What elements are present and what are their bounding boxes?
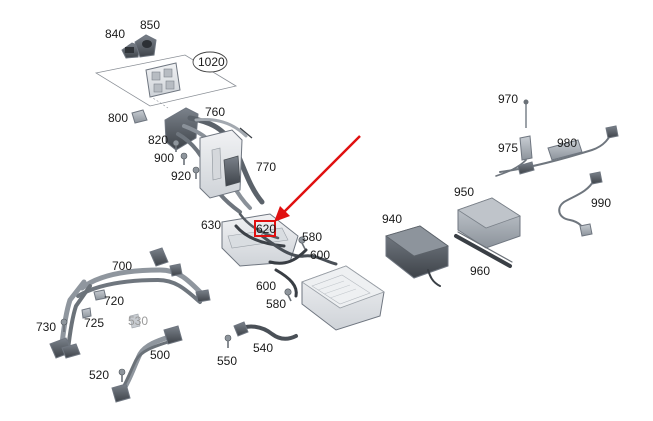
highlight-callout — [254, 135, 361, 237]
label-1020-circle — [192, 51, 228, 73]
part-960-strap[interactable] — [454, 231, 513, 268]
label-950[interactable]: 950 — [454, 185, 474, 199]
label-540[interactable]: 540 — [253, 341, 273, 355]
label-850[interactable]: 850 — [140, 18, 160, 32]
callout-arrow-head — [274, 206, 290, 222]
label-800[interactable]: 800 — [108, 111, 128, 125]
part-labels: 840 850 1020 800 760 820 900 920 770 630… — [36, 18, 611, 382]
label-580-upper[interactable]: 580 — [302, 230, 322, 244]
label-840[interactable]: 840 — [105, 27, 125, 41]
part-970-sensor[interactable] — [523, 99, 529, 129]
label-940[interactable]: 940 — [382, 212, 402, 226]
label-970[interactable]: 970 — [498, 92, 518, 106]
label-920[interactable]: 920 — [171, 169, 191, 183]
part-700-harness[interactable] — [59, 247, 211, 352]
label-550[interactable]: 550 — [217, 354, 237, 368]
label-600-upper[interactable]: 600 — [310, 248, 330, 262]
label-620[interactable]: 620 — [256, 222, 276, 236]
part-920-screw[interactable] — [192, 166, 200, 179]
part-950-battery[interactable] — [457, 197, 521, 249]
label-700[interactable]: 700 — [112, 259, 132, 273]
part-800-clip[interactable] — [131, 109, 148, 124]
part-730-screw[interactable] — [60, 318, 68, 332]
label-760[interactable]: 760 — [205, 105, 225, 119]
label-900[interactable]: 900 — [154, 151, 174, 165]
part-550-screw[interactable] — [224, 334, 232, 348]
label-720[interactable]: 720 — [104, 294, 124, 308]
part-900-screw[interactable] — [180, 152, 188, 165]
label-990[interactable]: 990 — [591, 196, 611, 210]
connector-left-end — [49, 337, 81, 359]
part-540-cable[interactable] — [233, 321, 298, 341]
part-500-harness[interactable] — [111, 325, 183, 403]
label-1020[interactable]: 1020 — [198, 55, 225, 69]
part-600-cable-upper[interactable] — [268, 248, 308, 265]
label-520[interactable]: 520 — [89, 368, 109, 382]
label-500[interactable]: 500 — [150, 348, 170, 362]
part-980-cable[interactable] — [499, 125, 619, 175]
label-820[interactable]: 820 — [148, 133, 168, 147]
part-630-housing[interactable] — [221, 212, 299, 267]
part-580-bolt-upper[interactable] — [298, 236, 306, 250]
label-630[interactable]: 630 — [201, 218, 221, 232]
label-600-lower[interactable]: 600 — [256, 279, 276, 293]
callout-box-620 — [254, 220, 276, 237]
part-620-cable[interactable] — [260, 234, 338, 266]
label-530[interactable]: 530 — [128, 314, 148, 328]
part-820-screw[interactable] — [172, 139, 180, 152]
part-720-clip[interactable] — [93, 289, 107, 301]
part-940-battery[interactable] — [385, 225, 449, 287]
part-1020-cover-panel[interactable] — [94, 54, 238, 109]
label-730[interactable]: 730 — [36, 320, 56, 334]
part-770-bracket[interactable] — [199, 129, 243, 199]
label-770[interactable]: 770 — [256, 160, 276, 174]
control-unit-module[interactable] — [301, 265, 385, 331]
label-725[interactable]: 725 — [84, 316, 104, 330]
part-530-clip[interactable] — [129, 313, 141, 329]
part-725-clip[interactable] — [81, 307, 92, 319]
part-850-plug[interactable] — [134, 34, 157, 58]
label-960[interactable]: 960 — [470, 264, 490, 278]
callout-arrow-shaft — [281, 135, 361, 215]
label-580-lower[interactable]: 580 — [266, 297, 286, 311]
label-975[interactable]: 975 — [498, 141, 518, 155]
part-520-screw[interactable] — [118, 368, 126, 382]
part-580-bolt-lower[interactable] — [284, 288, 292, 302]
part-990-cable[interactable] — [558, 171, 603, 237]
label-980[interactable]: 980 — [557, 136, 577, 150]
part-600-cable-lower[interactable] — [274, 268, 298, 298]
